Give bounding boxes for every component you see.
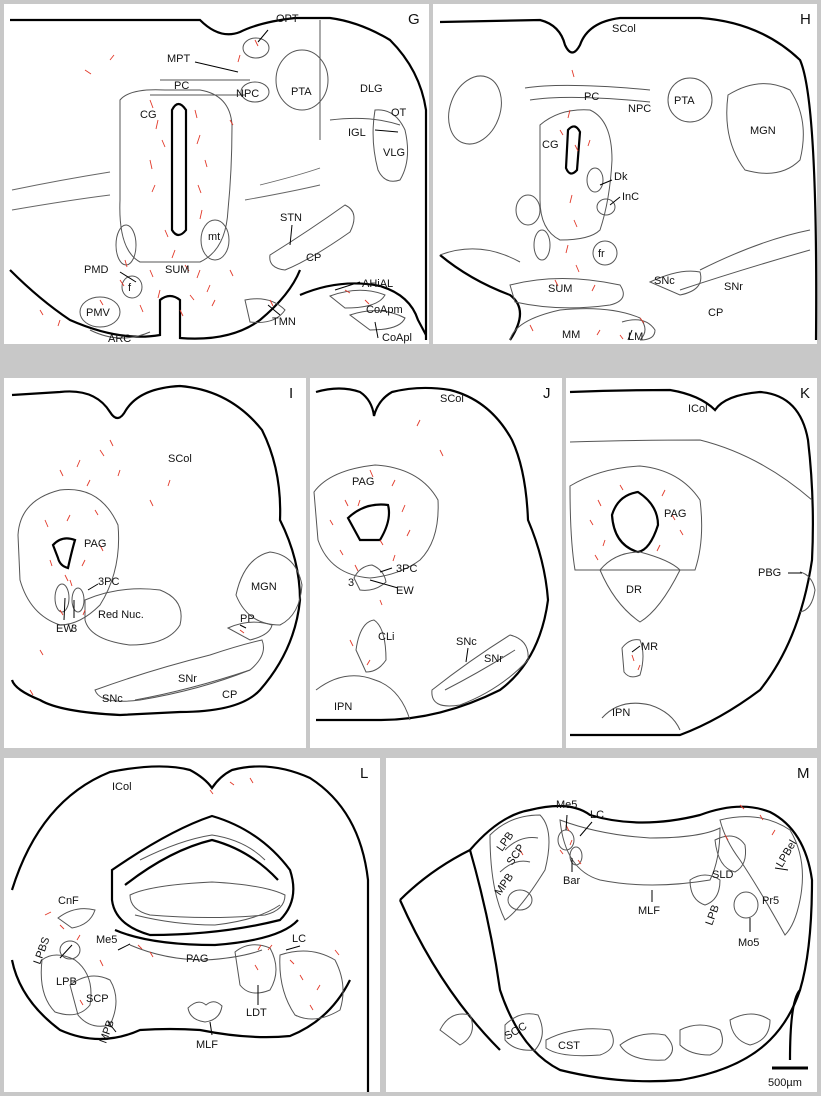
label-pag-j: PAG xyxy=(352,476,374,488)
label-cp-h: CP xyxy=(708,307,723,319)
label-pag-i: PAG xyxy=(84,538,106,550)
label-dk: Dk xyxy=(614,171,628,183)
label-lm: LM xyxy=(628,331,643,343)
label-igl: IGL xyxy=(348,127,366,139)
label-3-i: 3 xyxy=(71,623,77,635)
label-snr-i: SNr xyxy=(178,673,197,685)
label-mo5: Mo5 xyxy=(738,937,759,949)
label-scol-i: SCol xyxy=(168,453,192,465)
label-pta-h: PTA xyxy=(674,95,695,107)
label-fr: fr xyxy=(598,248,605,260)
label-pr5: Pr5 xyxy=(762,895,779,907)
label-ot: OT xyxy=(391,107,407,119)
label-pc-h: PC xyxy=(584,91,599,103)
label-me5-m: Me5 xyxy=(556,799,577,811)
label-coapm: CoApm xyxy=(366,304,403,316)
label-icol-k: ICol xyxy=(688,403,708,415)
panel-m: M Me5 LC LPBel xyxy=(386,758,817,1092)
label-3pc-j: 3PC xyxy=(396,563,417,575)
label-3pc-i: 3PC xyxy=(98,576,119,588)
label-npc-h: NPC xyxy=(628,103,651,115)
label-cli: CLi xyxy=(378,631,395,643)
label-mt: mt xyxy=(208,231,220,243)
label-scp-l: SCP xyxy=(86,993,109,1005)
label-pag-l: PAG xyxy=(186,953,208,965)
label-icol-l: ICol xyxy=(112,781,132,793)
label-mgn-h: MGN xyxy=(750,125,776,137)
label-tmn: TMN xyxy=(272,316,296,328)
label-snc-i: SNc xyxy=(102,693,123,705)
label-lpb-l: LPB xyxy=(56,976,77,988)
label-pbg: PBG xyxy=(758,567,781,579)
label-red-nuc: Red Nuc. xyxy=(98,609,144,621)
label-opt: OPT xyxy=(276,13,299,25)
label-ahial: AHiAL xyxy=(362,278,393,290)
label-mgn-i: MGN xyxy=(251,581,277,593)
label-me5-l: Me5 xyxy=(96,934,117,946)
panel-i-letter: I xyxy=(289,385,293,402)
label-cp-i: CP xyxy=(222,689,237,701)
label-vlg: VLG xyxy=(383,147,405,159)
label-cg-h: CG xyxy=(542,139,559,151)
label-stn: STN xyxy=(280,212,302,224)
panel-i: I SCol PAG 3PC MGN PP EW 3 Red Nuc. SNr … xyxy=(4,378,306,748)
panel-k-letter: K xyxy=(800,385,810,402)
label-lc-l: LC xyxy=(292,933,306,945)
label-snc-h: SNc xyxy=(654,275,675,287)
panel-g-letter: G xyxy=(408,11,420,28)
label-cnf: CnF xyxy=(58,895,79,907)
label-npc: NPC xyxy=(236,88,259,100)
panel-l: L ICol CnF Me5 LC LPBS PAG xyxy=(4,758,380,1092)
label-sum-h: SUM xyxy=(548,283,572,295)
label-coapl: CoApl xyxy=(382,332,412,344)
panel-j: J SCol PAG 3PC 3 EW CLi SNc SNr IPN xyxy=(310,378,562,748)
label-arc: ARC xyxy=(108,333,131,345)
label-inc: InC xyxy=(622,191,639,203)
label-sld: SLD xyxy=(712,869,733,881)
label-cst: CST xyxy=(558,1040,580,1052)
label-mm: MM xyxy=(562,329,580,341)
panel-k: K ICol PAG PBG DR MR IPN xyxy=(566,378,817,748)
label-pmd: PMD xyxy=(84,264,109,276)
label-ew-j: EW xyxy=(396,585,414,597)
label-mlf-l: MLF xyxy=(196,1039,218,1051)
label-sum-g: SUM xyxy=(165,264,189,276)
label-3-j: 3 xyxy=(348,577,354,589)
label-ipn-k: IPN xyxy=(612,707,630,719)
label-dlg: DLG xyxy=(360,83,383,95)
panel-j-letter: J xyxy=(543,385,551,402)
label-scol-j: SCol xyxy=(440,393,464,405)
label-pag-k: PAG xyxy=(664,508,686,520)
panel-l-letter: L xyxy=(360,765,368,782)
label-mr: MR xyxy=(641,641,658,653)
panel-h-letter: H xyxy=(800,11,811,28)
label-pmv: PMV xyxy=(86,307,111,319)
label-cg: CG xyxy=(140,109,157,121)
label-lc-m: LC xyxy=(590,809,604,821)
label-pc: PC xyxy=(174,80,189,92)
panel-h: H SCol PC NPC PTA MGN CG Dk xyxy=(433,4,817,344)
label-mpt: MPT xyxy=(167,53,191,65)
label-ldt: LDT xyxy=(246,1007,267,1019)
label-bar: Bar xyxy=(563,875,580,887)
label-pp: PP xyxy=(240,613,255,625)
label-snr-j: SNr xyxy=(484,653,503,665)
label-pta: PTA xyxy=(291,86,312,98)
label-mlf-m: MLF xyxy=(638,905,660,917)
label-dr: DR xyxy=(626,584,642,596)
label-ipn-j: IPN xyxy=(334,701,352,713)
panel-m-letter: M xyxy=(797,765,810,782)
label-snc-j: SNc xyxy=(456,636,477,648)
panel-g: G MPT xyxy=(4,4,429,345)
label-cp-g: CP xyxy=(306,252,321,264)
label-scol-h: SCol xyxy=(612,23,636,35)
label-snr-h: SNr xyxy=(724,281,743,293)
scale-bar-label: 500µm xyxy=(768,1077,802,1089)
